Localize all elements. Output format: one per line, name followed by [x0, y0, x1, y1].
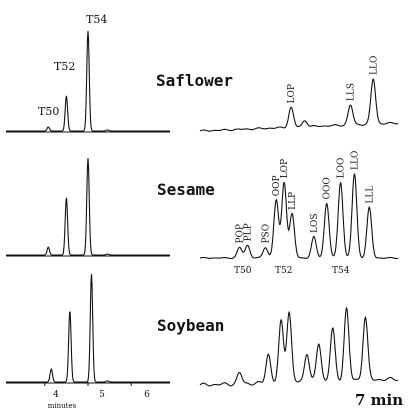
seven-min-label: 7 min: [355, 391, 403, 409]
tick-5: 5: [99, 390, 105, 400]
peak-label-pop: POP: [236, 224, 246, 244]
label-t52: T52: [54, 60, 75, 73]
peak-label-llo: LLO: [369, 56, 379, 75]
tick-6: 6: [144, 390, 150, 400]
peak-label-lop: LOP: [287, 84, 297, 103]
left-trace-top-group: [6, 30, 170, 133]
peak-label-los: LOS: [310, 213, 320, 233]
left-trace-middle-group: [6, 157, 170, 257]
right-trace-sesame: [199, 173, 399, 260]
label-t50: T50: [38, 105, 59, 118]
left-trace-bottom-group: [6, 273, 170, 384]
oil-name-sesame: Sesame: [157, 180, 215, 199]
peak-label-llo: LLO: [350, 151, 360, 170]
peak-label-ooo: OOO: [323, 177, 333, 199]
oil-name-saflower: Saflower: [156, 71, 233, 90]
peak-label-lll: LLL: [365, 186, 375, 204]
label-t54: T54: [86, 13, 107, 26]
peak-label-pso: PSO: [261, 224, 271, 244]
peak-label-plp: PLP: [244, 223, 254, 241]
sesame-group-t52: T52: [275, 266, 292, 276]
peak-label-lls: LLS: [346, 83, 356, 101]
left-trace-middle: [6, 157, 170, 256]
sesame-group-t54: T54: [332, 266, 350, 276]
minutes-label: minutes: [48, 402, 77, 410]
peak-label-loo: LOO: [337, 158, 347, 179]
peak-label-llp: LLP: [288, 192, 298, 210]
sesame-group-t50: T50: [234, 266, 252, 276]
peak-label-lop: LOP: [280, 159, 290, 178]
oil-name-soybean: Soybean: [157, 316, 224, 335]
left-x-axis: 4 5 6 minutes: [44, 382, 150, 410]
left-trace-bottom: [6, 273, 170, 383]
left-trace-top: [6, 30, 170, 132]
right-trace-soybean: [199, 306, 399, 387]
peak-label-oop: OOP: [272, 175, 282, 196]
right-trace-saflower: [199, 78, 399, 132]
tick-4: 4: [53, 390, 59, 400]
